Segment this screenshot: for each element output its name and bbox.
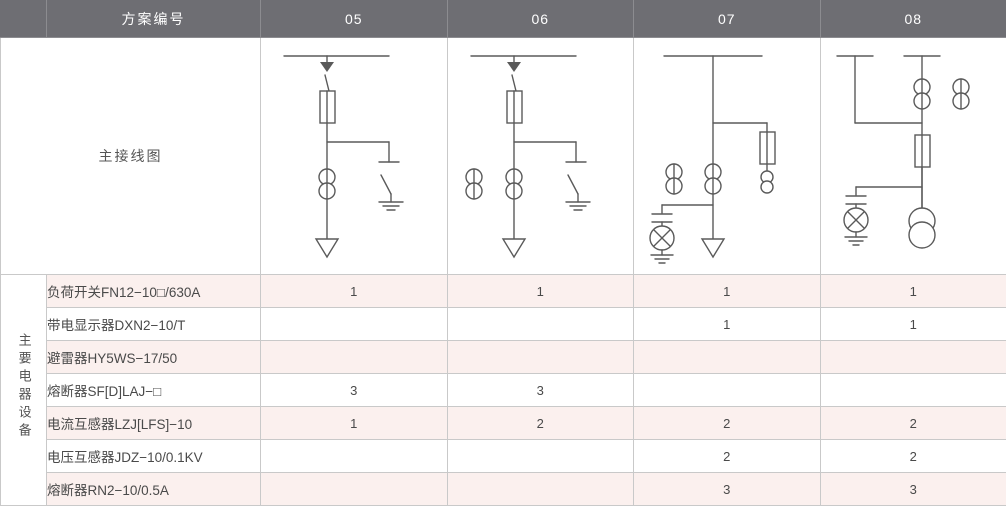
device-name: 熔断器RN2−10/0.5A [46, 472, 261, 506]
table-row: 带电显示器DXN2−10/T 1 1 [1, 307, 1006, 341]
header-col-07[interactable]: 07 [633, 0, 821, 38]
qty-06: 2 [446, 406, 634, 440]
qty-07: 2 [633, 406, 821, 440]
device-name: 熔断器SF[D]LAJ−□ [46, 373, 261, 407]
diagram-cell-08[interactable] [819, 37, 1006, 275]
qty-05 [260, 340, 448, 374]
qty-08: 3 [819, 472, 1006, 506]
diagram-cell-06[interactable] [446, 37, 634, 275]
qty-07 [633, 373, 821, 407]
qty-08: 2 [819, 439, 1006, 473]
device-name: 避雷器HY5WS−17/50 [46, 340, 261, 374]
qty-08: 2 [819, 406, 1006, 440]
qty-05 [260, 472, 448, 506]
qty-06: 1 [446, 274, 634, 308]
table-row: 电压互感器JDZ−10/0.1KV 2 2 [1, 439, 1006, 473]
schematic-08 [835, 55, 970, 249]
table-row: 避雷器HY5WS−17/50 [1, 340, 1006, 374]
qty-07: 1 [633, 274, 821, 308]
diagram-cell-05[interactable] [260, 37, 448, 275]
header-col-08[interactable]: 08 [819, 0, 1006, 38]
table-row: 熔断器RN2−10/0.5A 3 3 [1, 472, 1006, 506]
cable-outgoing-arrow-icon [700, 238, 726, 259]
schematic-05 [283, 55, 404, 259]
qty-07: 1 [633, 307, 821, 341]
header-corner-blank [0, 0, 47, 38]
qty-06 [446, 307, 634, 341]
qty-07: 3 [633, 472, 821, 506]
main-wiring-diagram-label: 主接线图 [0, 37, 261, 275]
table-row: 熔断器SF[D]LAJ−□ 3 3 [1, 373, 1006, 407]
qty-07 [633, 340, 821, 374]
schematic-06 [464, 55, 591, 259]
main-wiring-diagram-row: 主接线图 [0, 37, 1006, 275]
table-row: 主要电器设备 负荷开关FN12−10□/630A 1 1 1 1 [0, 274, 1006, 506]
group-label-text: 主要电器设备 [16, 332, 32, 441]
cable-outgoing-arrow-icon [314, 238, 340, 259]
load-switch-arrow-icon [320, 62, 334, 72]
qty-05 [260, 439, 448, 473]
qty-08 [819, 340, 1006, 374]
qty-06 [446, 439, 634, 473]
load-switch-arrow-icon [506, 62, 521, 72]
cable-outgoing-arrow-icon [501, 238, 526, 259]
qty-06 [446, 472, 634, 506]
qty-08 [819, 373, 1006, 407]
device-name: 带电显示器DXN2−10/T [46, 307, 261, 341]
qty-06 [446, 340, 634, 374]
table-header-row: 方案编号 05 06 07 08 [0, 0, 1006, 38]
qty-08: 1 [819, 274, 1006, 308]
diagram-cell-07[interactable] [633, 37, 821, 275]
schematic-07 [649, 55, 776, 264]
device-name: 电压互感器JDZ−10/0.1KV [46, 439, 261, 473]
header-col-05[interactable]: 05 [260, 0, 448, 38]
table-row: 电流互感器LZJ[LFS]−10 1 2 2 2 [1, 406, 1006, 440]
qty-08: 1 [819, 307, 1006, 341]
qty-05: 3 [260, 373, 448, 407]
qty-05: 1 [260, 274, 448, 308]
qty-06: 3 [446, 373, 634, 407]
device-name: 电流互感器LZJ[LFS]−10 [46, 406, 261, 440]
qty-07: 2 [633, 439, 821, 473]
group-label-main-electrical-equipment: 主要电器设备 [0, 274, 47, 506]
device-name: 负荷开关FN12−10□/630A [46, 274, 261, 308]
header-plan-number-label: 方案编号 [46, 0, 261, 38]
qty-05: 1 [260, 406, 448, 440]
scheme-spec-table: 方案编号 05 06 07 08 主接线图 [0, 0, 1006, 506]
header-col-06[interactable]: 06 [446, 0, 634, 38]
qty-05 [260, 307, 448, 341]
